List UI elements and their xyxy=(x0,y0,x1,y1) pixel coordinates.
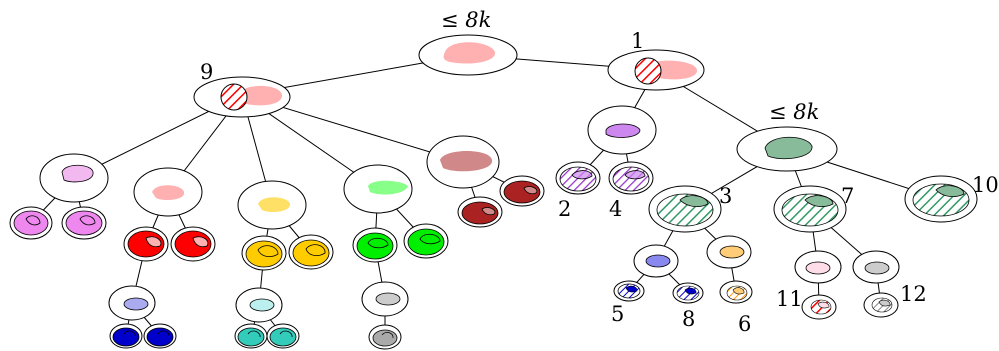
node-3 xyxy=(648,185,722,233)
node-root xyxy=(418,34,518,76)
leaf-12 xyxy=(863,292,899,318)
leaf-magenta-1 xyxy=(9,206,53,240)
leaf-8 xyxy=(672,282,704,304)
root-bound-label: ≤ 8k xyxy=(441,8,491,32)
leaf-gold-2 xyxy=(288,234,334,270)
node-gray-left xyxy=(361,281,409,317)
right-bound-label: ≤ 8k xyxy=(769,100,819,124)
leaf-maroon-1 xyxy=(457,196,503,228)
node-9 xyxy=(193,76,291,118)
leaf-violet-4 xyxy=(608,161,654,195)
node-orange xyxy=(706,235,752,269)
node-rose xyxy=(426,135,500,189)
node-label-5: 5 xyxy=(611,302,624,326)
leaf-green-2 xyxy=(403,223,449,259)
node-aqua-light xyxy=(235,287,283,323)
node-pale-pink xyxy=(794,250,842,284)
leaf-magenta-2 xyxy=(61,206,107,240)
node-lime xyxy=(343,164,413,214)
leaf-gray-left xyxy=(368,324,402,350)
node-yellow xyxy=(237,180,307,230)
node-blue-light xyxy=(108,285,156,321)
node-label-6: 6 xyxy=(738,312,751,336)
node-label-12: 12 xyxy=(900,282,927,306)
node-label-8: 8 xyxy=(682,307,695,331)
leaf-teal-2 xyxy=(266,323,300,349)
node-10 xyxy=(904,175,978,223)
leaf-violet-2 xyxy=(555,161,601,195)
leaf-red-1 xyxy=(123,226,169,262)
node-7 xyxy=(773,185,847,233)
leaf-gold-1 xyxy=(241,235,287,271)
node-label-4: 4 xyxy=(609,197,622,221)
leaf-green-1 xyxy=(352,227,398,263)
node-label-7: 7 xyxy=(841,184,854,208)
leaf-red-2 xyxy=(170,226,216,262)
leaf-blue-2 xyxy=(143,323,177,349)
node-label-11: 11 xyxy=(776,287,803,311)
node-salmon xyxy=(133,167,203,217)
node-pink xyxy=(39,153,109,203)
node-dark-green xyxy=(736,126,838,172)
leaf-blue-1 xyxy=(109,323,143,349)
node-label-10: 10 xyxy=(972,173,999,197)
node-label-9: 9 xyxy=(200,60,213,84)
leaf-11 xyxy=(801,294,837,320)
node-label-3: 3 xyxy=(719,184,732,208)
node-label-2: 2 xyxy=(558,197,571,221)
leaf-teal-1 xyxy=(234,323,268,349)
node-gray-right xyxy=(852,250,900,284)
leaf-6 xyxy=(719,280,753,304)
node-violet xyxy=(587,105,657,155)
leaf-5 xyxy=(613,280,645,302)
node-blue-right xyxy=(633,244,679,278)
node-1 xyxy=(607,49,705,91)
node-label-1: 1 xyxy=(631,29,644,53)
leaf-maroon-2 xyxy=(499,175,545,207)
